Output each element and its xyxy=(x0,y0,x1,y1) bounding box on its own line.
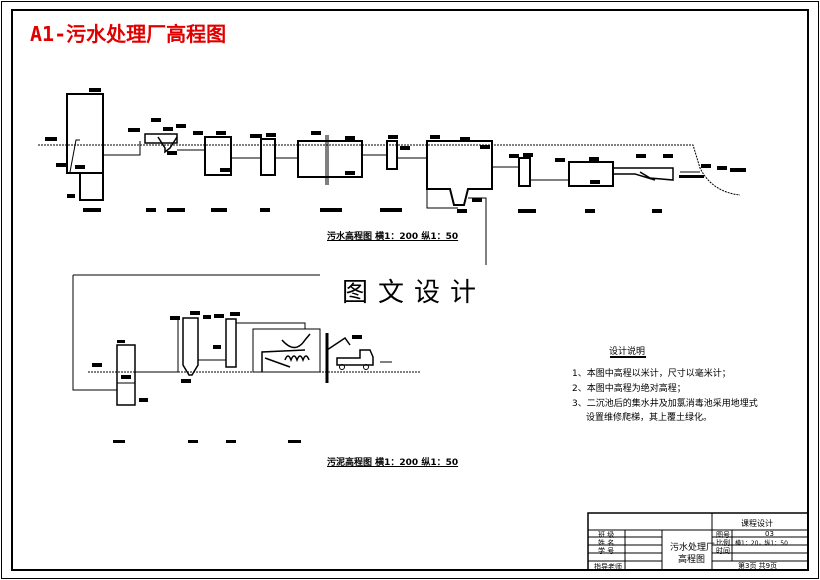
tb-drawing-name-2: 高程图 xyxy=(678,555,706,565)
sewage-profile-caption: 污水高程图 横1：200 纵1：50 xyxy=(327,232,459,242)
title-block xyxy=(587,512,809,571)
thickener xyxy=(182,317,199,376)
sludge-link-line xyxy=(468,197,487,265)
sewage-profile xyxy=(38,93,741,265)
distribution-well xyxy=(260,138,276,176)
truck xyxy=(336,349,374,366)
sump xyxy=(79,172,104,201)
tb-advisor-label: 指导老师 xyxy=(594,563,622,571)
drawing-title: A1-污水处理厂高程图 xyxy=(30,22,227,46)
tb-drawing-no: 03 xyxy=(765,530,774,538)
tb-class-label: 班 级 xyxy=(598,531,615,539)
dewatering-room xyxy=(252,328,321,373)
collection-well xyxy=(386,140,398,170)
ground-line xyxy=(38,144,741,196)
tb-course: 课程设计 xyxy=(741,519,773,528)
note-item: 3、二沉池后的集水井及加氯消毒池采用地埋式 xyxy=(572,399,758,409)
sludge-profile xyxy=(72,274,420,406)
aeration-tank xyxy=(297,140,363,178)
screen xyxy=(69,139,80,173)
note-item: 2、本图中高程为绝对高程； xyxy=(572,384,686,394)
sludge-sump xyxy=(116,344,136,406)
tb-drawing-name-1: 污水处理厂 xyxy=(670,543,716,553)
notes-heading: 设计说明 xyxy=(609,347,646,357)
note-item: 1、本图中高程以米计，尺寸以毫米计； xyxy=(572,369,731,379)
tb-drawing-no-label: 图号 xyxy=(716,531,730,539)
tb-name-label: 姓 名 xyxy=(598,539,615,547)
sludge-profile-caption: 污泥高程图 横1：200 纵1：50 xyxy=(327,458,459,468)
tb-scale: 横1：20，纵1：50 xyxy=(735,540,788,547)
note-item: 设置维修爬梯，其上覆土绿化。 xyxy=(586,413,713,423)
chlorine-well xyxy=(518,157,531,187)
primary-tank xyxy=(204,136,232,176)
screw-conveyor xyxy=(284,355,310,363)
secondary-clarifier xyxy=(426,140,493,206)
tb-scale-label: 比例 xyxy=(716,539,730,547)
tb-date-label: 时间 xyxy=(716,547,730,555)
tb-id-label: 学 号 xyxy=(598,547,615,555)
elevation-labels xyxy=(45,88,746,213)
sludge-tank xyxy=(225,318,237,368)
tb-page: 第3页 共9页 xyxy=(738,562,778,570)
inner-frame xyxy=(11,9,809,571)
watermark: 图文设计 xyxy=(338,272,491,309)
